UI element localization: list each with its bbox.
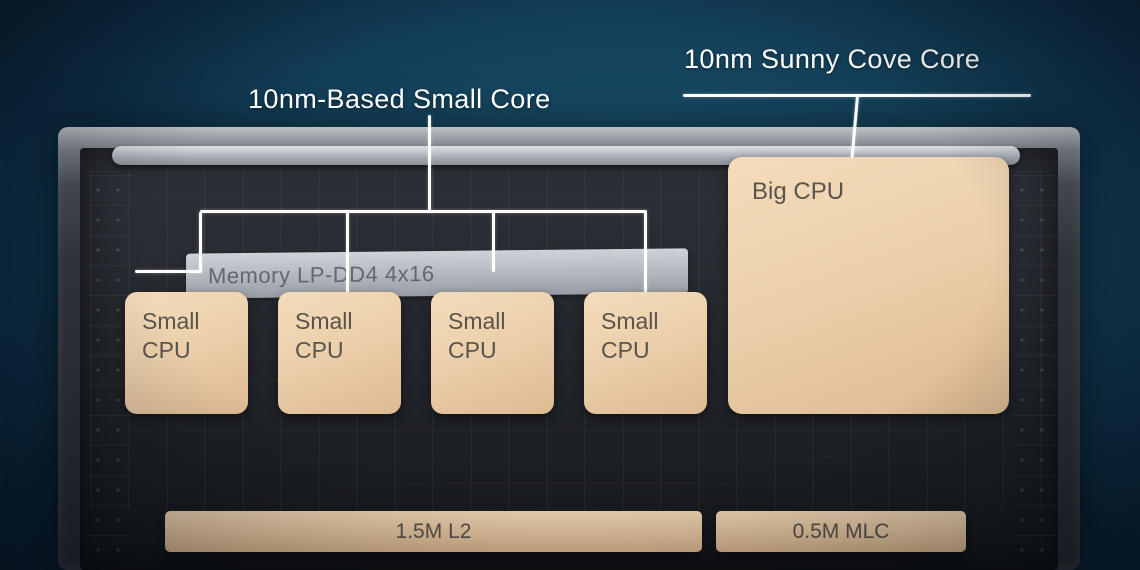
small-cpu-block-3: Small CPU [431,292,554,414]
small-core-drop-line-3 [492,212,495,272]
small-core-drop-line-4 [644,212,647,292]
mlc-cache-block: 0.5M MLC [716,511,966,552]
big-core-callout-label: 10nm Sunny Cove Core [684,44,981,74]
l2-cache-block: 1.5M L2 [165,511,702,552]
circuit-pattern-right [1012,175,1056,555]
small-cpu-block-1: Small CPU [125,292,248,414]
small-core-callout-label: 10nm-Based Small Core [248,84,551,114]
small-core-jog-line [135,270,202,273]
small-cpu-block-4: Small CPU [584,292,707,414]
big-cpu-block: Big CPU [728,157,1009,414]
small-core-drop-line-2 [346,212,349,292]
small-core-drop-line-1 [199,212,202,272]
big-core-callout-line-horizontal [683,94,1031,97]
small-cpu-block-2: Small CPU [278,292,401,414]
small-core-callout-line-horizontal [200,210,647,213]
circuit-pattern-left [88,175,132,555]
small-core-callout-line-vertical [428,115,431,212]
